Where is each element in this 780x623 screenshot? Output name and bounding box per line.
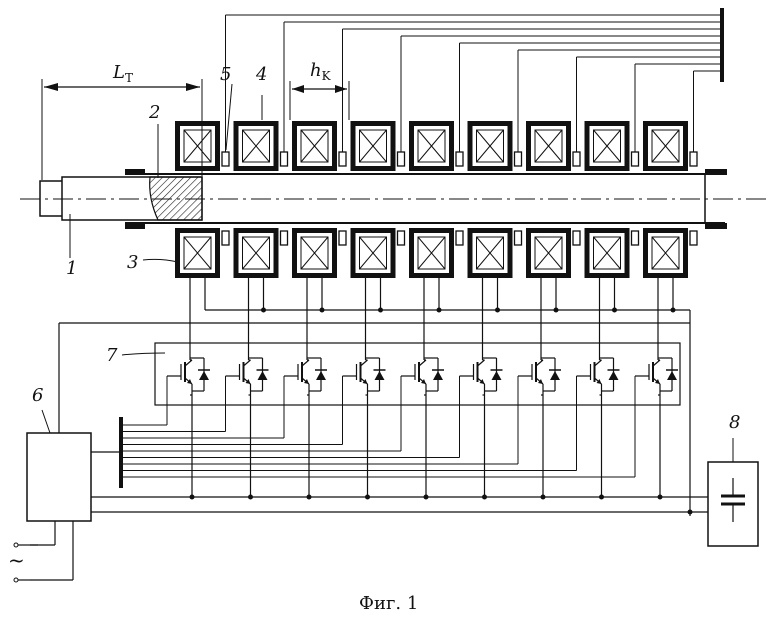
junction-dot [541, 495, 546, 500]
junction-dot [482, 495, 487, 500]
coil-bottom [587, 231, 627, 276]
junction-dot [688, 510, 693, 515]
junction-dot [190, 495, 195, 500]
igbt-switch [635, 352, 678, 395]
igbt-switch [226, 352, 269, 395]
coil-top [236, 124, 276, 169]
junction-dot [307, 495, 312, 500]
sensor-bottom [632, 231, 639, 245]
label-7: 7 [106, 345, 118, 366]
coil-bottom [470, 231, 510, 276]
dimension-hk-label: hK [310, 60, 332, 83]
coil-top [646, 124, 686, 169]
dimension-lt-label: LT [112, 62, 133, 85]
ac-terminal-bottom [14, 578, 18, 582]
coil-bottom [646, 231, 686, 276]
capacitor-bank [708, 462, 758, 546]
sensor-top [222, 152, 229, 166]
controller-block [27, 433, 91, 521]
sensor-top [690, 152, 697, 166]
sensor-top [398, 152, 405, 166]
sensor-top [632, 152, 639, 166]
igbt-switch [460, 352, 503, 395]
coil-top [529, 124, 569, 169]
label-1: 1 [66, 258, 77, 279]
sensor-bottom [339, 231, 346, 245]
sensor-bottom [222, 231, 229, 245]
coil-bottom [529, 231, 569, 276]
coil-bottom [353, 231, 393, 276]
igbt-switch [167, 352, 210, 395]
coil-bottom [412, 231, 452, 276]
label-6: 6 [32, 385, 43, 406]
sensor-bottom [398, 231, 405, 245]
sensor-bottom [281, 231, 288, 245]
dimension-hk [290, 81, 349, 120]
junction-dot [599, 495, 604, 500]
label-5: 5 [220, 64, 231, 85]
figure-caption: Фиг. 1 [359, 593, 418, 614]
sensor-top [456, 152, 463, 166]
sensor-top [281, 152, 288, 166]
coil-bottom [295, 231, 335, 276]
label-2: 2 [148, 102, 160, 123]
sensor-bottom [573, 231, 580, 245]
label-8: 8 [729, 412, 740, 433]
sensor-top [339, 152, 346, 166]
igbt-switch [518, 352, 561, 395]
igbt-switch [401, 352, 444, 395]
coil-top [470, 124, 510, 169]
label-3: 3 [127, 252, 138, 273]
sensor-bottom [690, 231, 697, 245]
igbt-switch [577, 352, 620, 395]
junction-dot [248, 495, 253, 500]
coil-top [178, 124, 218, 169]
coil-bottom [236, 231, 276, 276]
coil-top [353, 124, 393, 169]
sensor-bottom [456, 231, 463, 245]
igbt-switch [343, 352, 386, 395]
coil-top [412, 124, 452, 169]
junction-dot [658, 495, 663, 500]
wiring-group [121, 278, 693, 515]
junction-dot [424, 495, 429, 500]
ac-terminal-top [14, 543, 18, 547]
sensor-bottom [515, 231, 522, 245]
coil-top [587, 124, 627, 169]
switches-group [167, 352, 678, 395]
label-4: 4 [255, 64, 267, 85]
igbt-switch [284, 352, 327, 395]
coil-bottom [178, 231, 218, 276]
sensor-top [573, 152, 580, 166]
ac-source-symbol: ~ [8, 548, 25, 572]
coil-top [295, 124, 335, 169]
sensor-top [515, 152, 522, 166]
junction-dot [365, 495, 370, 500]
